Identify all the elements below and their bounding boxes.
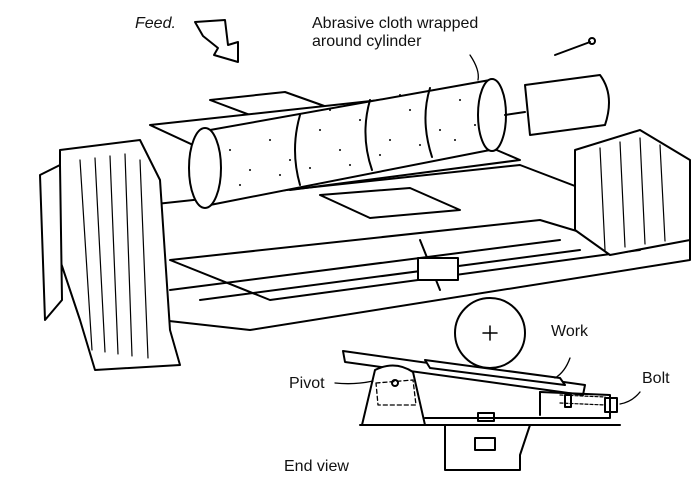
abrasive-grit-texture bbox=[229, 94, 476, 186]
pivot-housing bbox=[361, 364, 426, 426]
workpiece-outfeed bbox=[319, 187, 461, 219]
end-view-diagram bbox=[342, 297, 621, 471]
feed-label: Feed. bbox=[135, 15, 176, 32]
left-end-support bbox=[59, 139, 181, 371]
bolt-label: Bolt bbox=[642, 370, 670, 387]
work-section bbox=[424, 359, 566, 386]
feed-arrow-icon bbox=[194, 19, 239, 63]
abrasive-cloth-label: Abrasive cloth wrapped around cylinder bbox=[312, 15, 479, 50]
pivot-label: Pivot bbox=[289, 375, 325, 392]
end-view-base bbox=[444, 424, 531, 471]
end-view-label: End view bbox=[284, 458, 349, 475]
right-end-support bbox=[574, 129, 691, 256]
tilt-adjust-block bbox=[417, 257, 459, 281]
work-label: Work bbox=[551, 323, 589, 340]
headstock-motor bbox=[524, 74, 610, 136]
